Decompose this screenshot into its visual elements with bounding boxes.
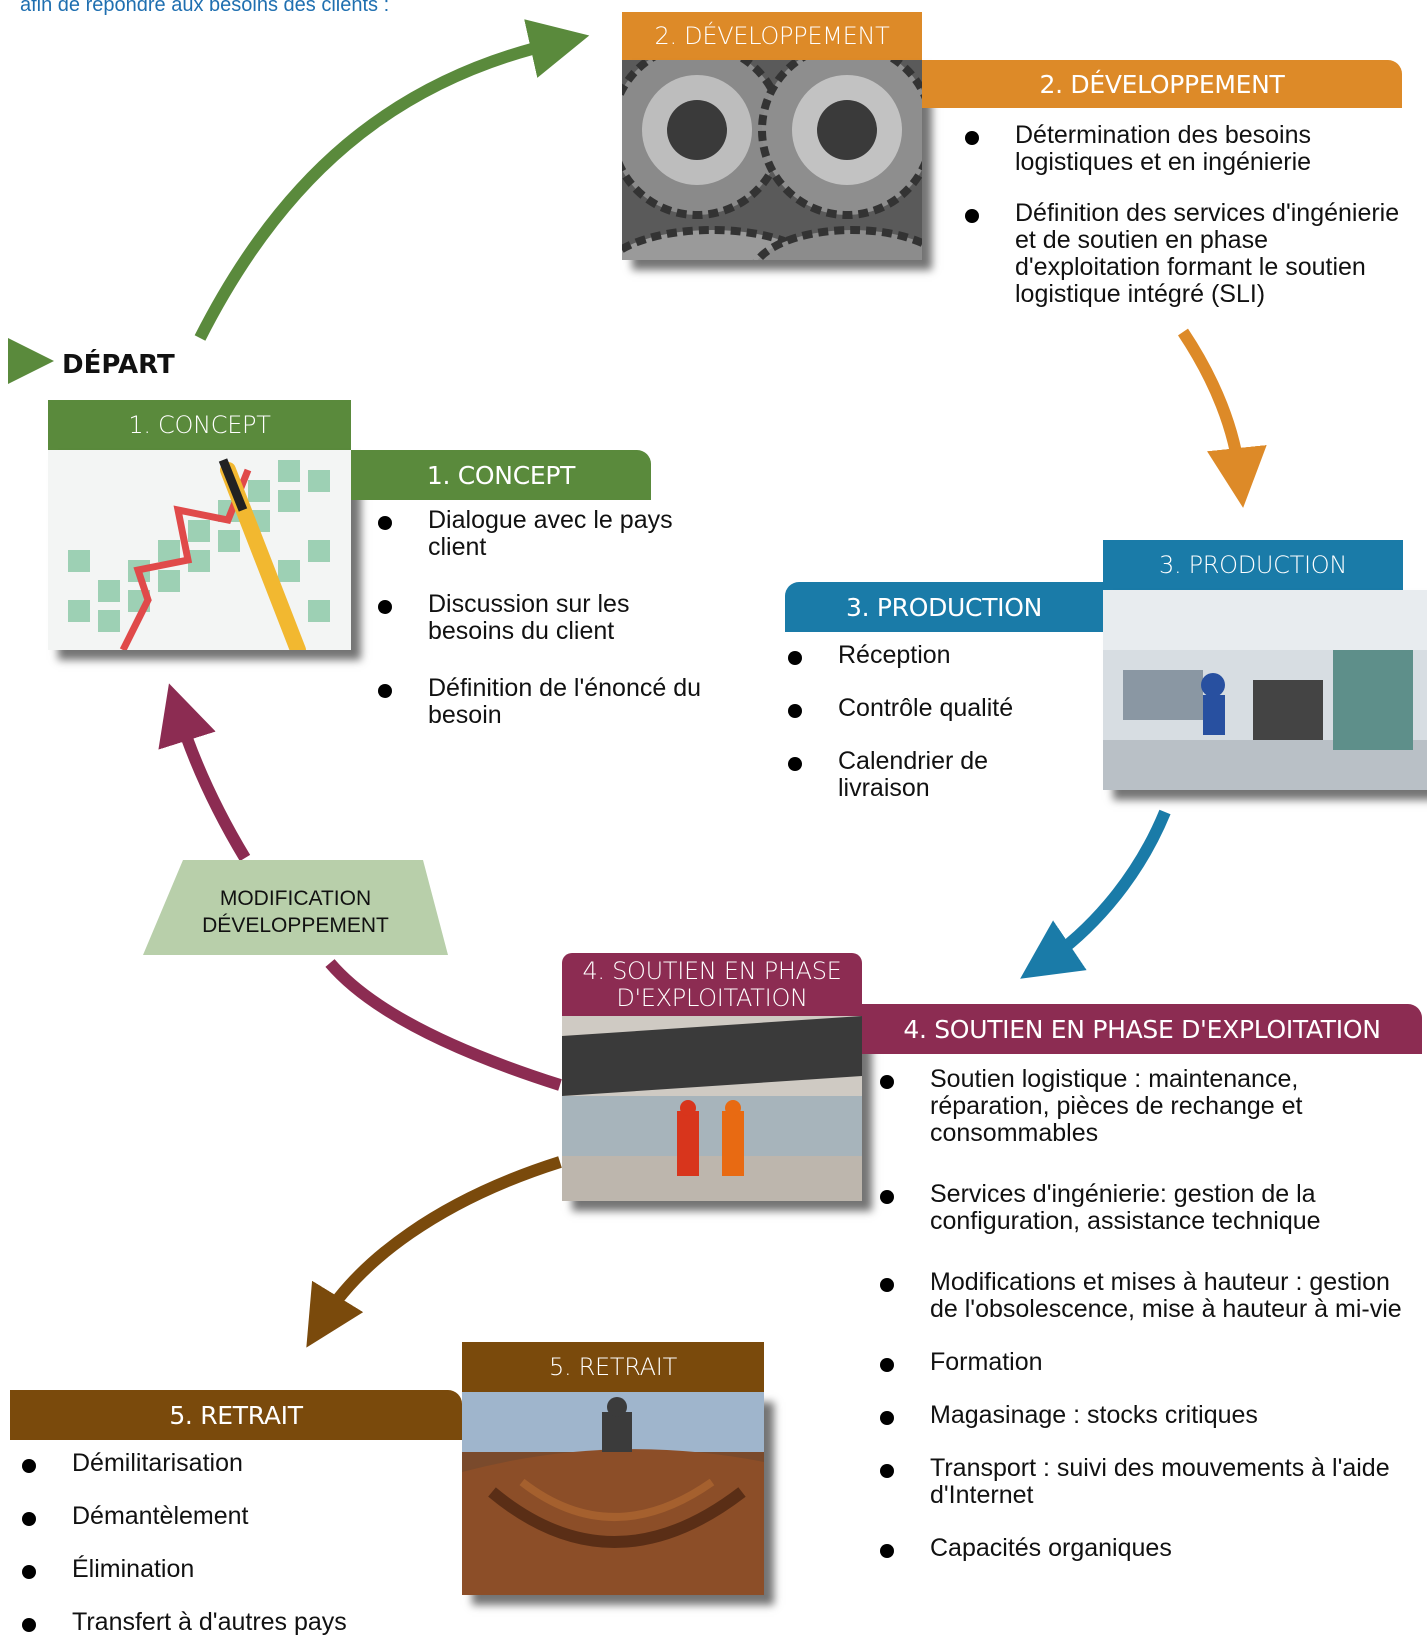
list-item: Contrôle qualité (788, 695, 1098, 722)
list-item: Capacités organiques (880, 1535, 1420, 1562)
start-triangle-icon (8, 338, 54, 384)
list-item: Soutien logistique : maintenance, répara… (880, 1066, 1420, 1147)
arrow-support-to-retirement (306, 1156, 562, 1348)
list-item: Modifications et mises à hauteur : gesti… (880, 1269, 1420, 1323)
support-photo-tab: 4. SOUTIEN EN PHASE D'EXPLOITATION (562, 953, 862, 1016)
retirement-list: Démilitarisation Démantèlement Éliminati… (22, 1450, 442, 1636)
list-item: Réception (788, 642, 1098, 669)
start-label: DÉPART (62, 350, 175, 380)
list-item: Démantèlement (22, 1503, 442, 1530)
list-item: Calendrier de livraison (788, 748, 1048, 802)
support-photo (562, 1016, 862, 1201)
concept-photo-tab: 1. CONCEPT (48, 400, 351, 450)
list-item: Élimination (22, 1556, 442, 1583)
arrow-support-to-concept (158, 683, 251, 862)
development-photo-tab: 2. DÉVELOPPEMENT (622, 12, 922, 60)
support-title: 4. SOUTIEN EN PHASE D'EXPLOITATION (862, 1004, 1422, 1054)
list-item: Magasinage : stocks critiques (880, 1402, 1420, 1429)
production-list: Réception Contrôle qualité Calendrier de… (788, 642, 1098, 802)
arrow-production-to-support (1020, 809, 1171, 979)
concept-photo (48, 450, 351, 650)
list-item: Services d'ingénierie: gestion de la con… (880, 1181, 1420, 1235)
concept-list: Dialogue avec le pays client Discussion … (378, 507, 708, 729)
arrow-support-to-modification (325, 959, 562, 1091)
development-title: 2. DÉVELOPPEMENT (922, 60, 1402, 108)
modification-line2: DÉVELOPPEMENT (202, 914, 389, 938)
modification-label: MODIFICATION DÉVELOPPEMENT (143, 885, 448, 940)
concept-title: 1. CONCEPT (351, 450, 651, 500)
development-list: Détermination des besoins logistiques et… (965, 122, 1405, 308)
list-item: Transport : suivi des mouvements à l'aid… (880, 1455, 1420, 1509)
list-item: Définition de l'énoncé du besoin (378, 675, 708, 729)
list-item: Formation (880, 1349, 1420, 1376)
production-photo-tab: 3. PRODUCTION (1103, 540, 1403, 590)
development-photo (622, 60, 922, 260)
arrow-concept-to-development (194, 19, 590, 341)
intro-text: afin de répondre aux besoins des clients… (20, 0, 390, 16)
list-item: Définition des services d'ingénierie et … (965, 200, 1405, 308)
list-item: Discussion sur les besoins du client (378, 591, 708, 645)
list-item: Transfert à d'autres pays (22, 1609, 442, 1636)
production-title: 3. PRODUCTION (785, 582, 1103, 632)
list-item: Détermination des besoins logistiques et… (965, 122, 1405, 176)
modification-shape (143, 860, 448, 955)
modification-line1: MODIFICATION (219, 887, 372, 910)
list-item: Dialogue avec le pays client (378, 507, 708, 561)
list-item: Démilitarisation (22, 1450, 442, 1477)
support-list: Soutien logistique : maintenance, répara… (880, 1066, 1420, 1562)
retirement-photo-tab: 5. RETRAIT (462, 1342, 764, 1392)
arrow-development-to-production (1178, 328, 1267, 508)
retirement-photo (462, 1392, 764, 1595)
retirement-title: 5. RETRAIT (10, 1390, 462, 1440)
production-photo (1103, 590, 1427, 790)
